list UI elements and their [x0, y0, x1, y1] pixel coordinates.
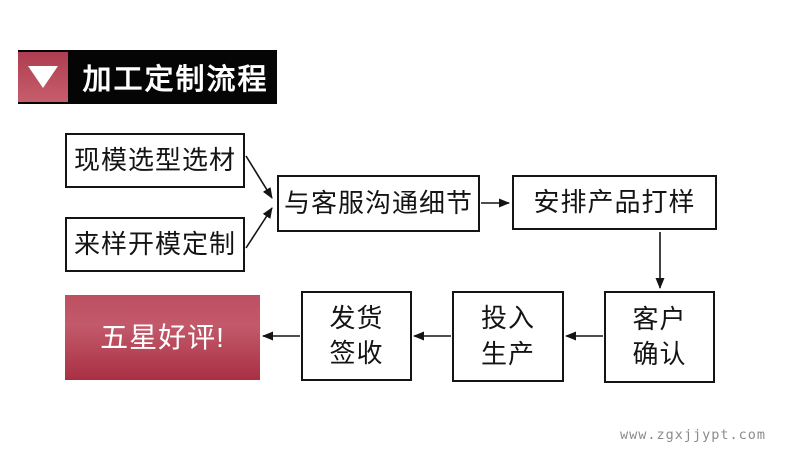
flow-box-label: 安排产品打样 [533, 186, 696, 217]
flow-box-label: 五星好评! [100, 321, 225, 353]
flow-box-label-line2: 确认 [632, 339, 687, 369]
section-marker [18, 52, 68, 102]
flow-box-ship-sign: 发货 签收 [301, 291, 412, 381]
flow-box-label: 来样开模定制 [73, 228, 236, 259]
arrow-sample-to-service [245, 207, 273, 249]
flow-box-label-line1: 客户 [632, 303, 687, 334]
flow-box-label: 与客服沟通细节 [283, 187, 473, 218]
arrow-existing-to-service [245, 155, 273, 199]
flow-box-label: 现模选型选材 [73, 144, 236, 175]
flow-box-label-line2: 生产 [480, 338, 535, 369]
flow-box-sample-mold: 来样开模定制 [65, 217, 245, 272]
flow-box-customer-service: 与客服沟通细节 [277, 175, 480, 232]
flow-box-production: 投入 生产 [452, 291, 564, 382]
flow-box-arrange-sampling: 安排产品打样 [512, 175, 717, 230]
flow-box-label-line1: 发货 [329, 302, 384, 333]
flow-box-five-star-review: 五星好评! [65, 295, 260, 380]
section-title: 加工定制流程 [82, 64, 269, 96]
section-header: 加工定制流程 [18, 50, 277, 104]
flow-box-label-line1: 投入 [480, 303, 535, 334]
flow-box-customer-confirm: 客户 确认 [604, 291, 715, 383]
site-watermark: www.zgxjjypt.com [619, 427, 766, 443]
triangle-down-icon [28, 66, 58, 88]
flow-box-label-line2: 签收 [329, 338, 384, 368]
flow-box-existing-mold: 现模选型选材 [65, 133, 245, 188]
